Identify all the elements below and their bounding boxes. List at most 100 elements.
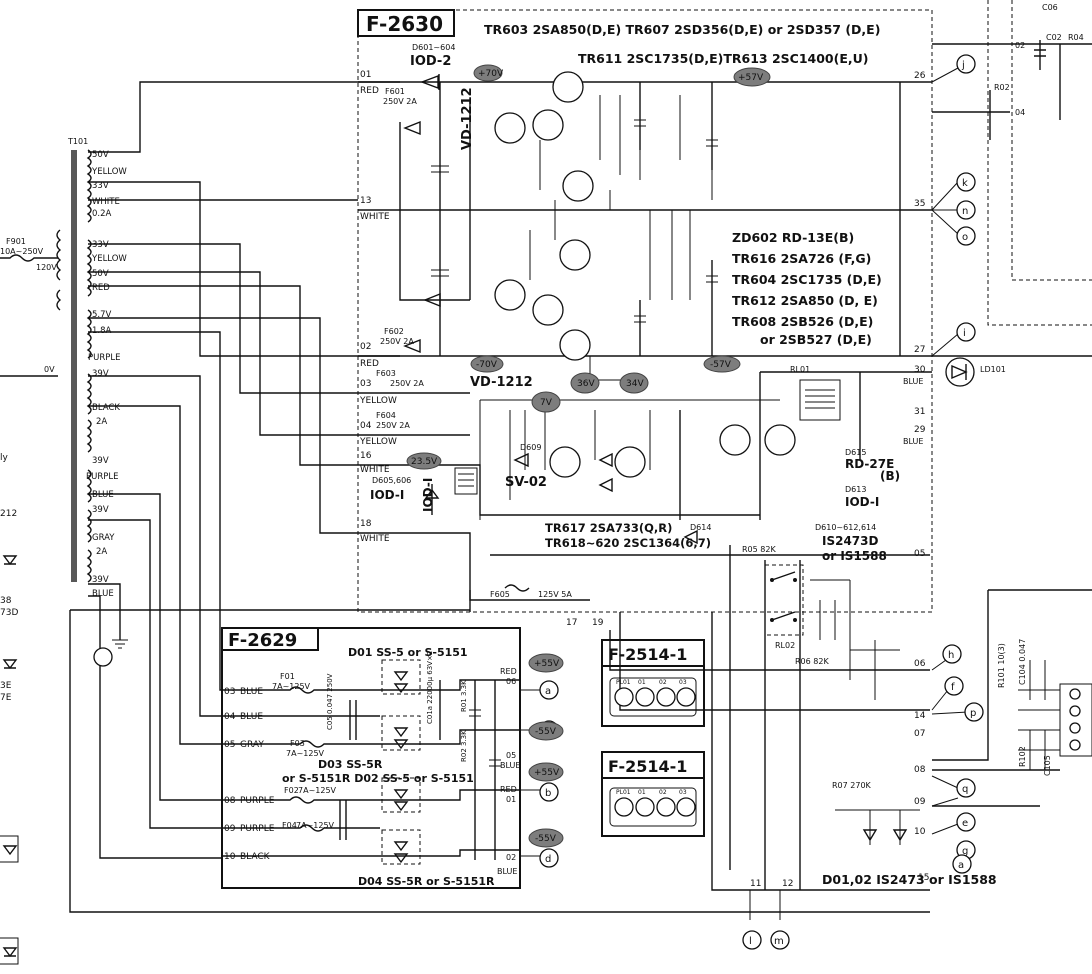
board-f2630: F-2630 xyxy=(357,9,933,613)
label-rd27e: RD-27E xyxy=(845,457,894,471)
psu-diode-d01: D01 SS-5 or S-5151 xyxy=(348,646,468,659)
tap-13: BLACK xyxy=(92,403,120,413)
label-vd1212-top: VD-1212 xyxy=(460,87,475,150)
out-blue-29: BLUE xyxy=(903,437,923,446)
far-c105: C105 xyxy=(1043,755,1052,776)
parts-list-item-1: TR616 2SA726 (F,G) xyxy=(732,251,871,266)
badge-v36: 36V xyxy=(577,379,595,389)
out-07: 07 xyxy=(914,729,925,739)
fuse-f604: F604 xyxy=(376,411,396,420)
input-color-03: YELLOW xyxy=(359,396,397,406)
parts-lower-1: TR618~620 2SC1364(6,7) xyxy=(545,536,711,550)
psu-in-04: 04 xyxy=(224,712,236,722)
tap-18: 39V xyxy=(92,505,109,515)
board-f2514-bottom: F-2514-1 PL01 01 02 03 xyxy=(601,751,705,837)
conn-h: h xyxy=(948,650,954,661)
label-iod1-vert: IOD-I xyxy=(421,478,435,512)
parts-list-item-0: ZD602 RD-13E(B) xyxy=(732,230,854,245)
tap-2: 33V xyxy=(92,181,109,191)
tap-4: 0.2A xyxy=(92,209,112,219)
conn-e: e xyxy=(962,818,968,829)
parts-list-item-4: TR608 2SB526 (D,E) xyxy=(732,314,873,329)
psu-out-01-pin: 01 xyxy=(506,795,516,804)
parts-list-right: ZD602 RD-13E(B) TR616 2SA726 (F,G) TR604… xyxy=(732,230,882,347)
badge-v55d: -55V xyxy=(535,834,557,844)
label-d605-606: D605,606 xyxy=(372,476,411,485)
left-73d: 73D xyxy=(0,608,18,618)
out-35: 35 xyxy=(914,199,925,209)
out-26: 26 xyxy=(914,71,926,81)
out-19: 19 xyxy=(592,618,604,628)
input-pin-03: 03 xyxy=(360,379,371,389)
psu-in-10: 10 xyxy=(224,852,236,862)
label-f605: F605 xyxy=(490,590,510,599)
conn-m: m xyxy=(774,936,784,947)
psu-in-08: 08 xyxy=(224,796,236,806)
far-04: 04 xyxy=(1015,108,1025,117)
sub1-02: 02 xyxy=(659,679,667,686)
far-c06: C06 xyxy=(1042,3,1058,12)
psu-conn-a: a xyxy=(545,686,551,697)
psu-out-06-color: RED xyxy=(500,667,517,676)
transistor-list-line2: TR611 2SC1735(D,E)TR613 2SC1400(E,U) xyxy=(578,51,868,66)
psu-fuse-f01-rating: 7A~125V xyxy=(272,682,311,691)
out-31: 31 xyxy=(914,407,925,417)
left-ly: ly xyxy=(0,453,9,463)
input-color-16: WHITE xyxy=(360,465,390,475)
t101-ref: T101 xyxy=(67,137,88,146)
transformer-t101: T101 50V YELLOW 33V WHITE 0.2A 33V YELLO… xyxy=(0,81,930,913)
transistor-list-line1: TR603 2SA850(D,E) TR607 2SD356(D,E) or 2… xyxy=(484,22,880,37)
psu-fuse-f04: F04 xyxy=(282,821,297,830)
label-rd27e-b: (B) xyxy=(880,469,900,483)
parts-list-item-2: TR604 2SC1735 (D,E) xyxy=(732,272,882,287)
label-f605-rating: 125V 5A xyxy=(538,590,572,599)
tap-14: 2A xyxy=(96,417,107,427)
psu-in-03: 03 xyxy=(224,687,235,697)
psu-diode-d02: or S-5151R D02 SS-5 or S-5151 xyxy=(282,772,474,785)
input-color-13: WHITE xyxy=(360,212,390,222)
psu-in-03-color: BLUE xyxy=(240,687,263,697)
out-09: 09 xyxy=(914,797,926,807)
parts-lower-0: TR617 2SA733(Q,R) xyxy=(545,521,672,535)
input-pin-02: 02 xyxy=(360,342,371,352)
input-pin-04: 04 xyxy=(360,421,372,431)
tap-19: GRAY xyxy=(92,533,115,543)
label-ro7: R07 270K xyxy=(832,781,872,790)
primary-fuse-rating: 10A~250V xyxy=(0,247,44,256)
conn-k: k xyxy=(962,178,968,189)
psu-out-02-color: BLUE xyxy=(497,867,517,876)
out-29: 29 xyxy=(914,425,926,435)
out-blue-30: BLUE xyxy=(903,377,923,386)
input-color-01: RED xyxy=(360,86,379,96)
label-iod1-left: IOD-I xyxy=(370,488,404,502)
conn-g: g xyxy=(962,846,968,857)
label-rl01: RL01 xyxy=(790,365,810,374)
conn-l: l xyxy=(749,936,752,947)
psu-in-04-color: BLUE xyxy=(240,712,263,722)
out-06: 06 xyxy=(914,659,926,669)
diode-list-0: D610~612,614 xyxy=(815,523,876,532)
left-3e: 3E xyxy=(0,681,12,691)
far-r102: R102 xyxy=(1018,746,1027,767)
badge-v57n: -57V xyxy=(710,360,732,370)
conn-i: i xyxy=(963,328,966,339)
far-r04: R04 xyxy=(1068,33,1084,42)
out-05: 05 xyxy=(914,549,925,559)
tap-15: 39V xyxy=(92,456,109,466)
label-d614: D614 xyxy=(690,523,711,532)
out-12: 12 xyxy=(782,879,793,889)
input-pin-16: 16 xyxy=(360,451,372,461)
input-color-02: RED xyxy=(360,359,379,369)
label-d613: D613 xyxy=(845,485,866,494)
psu-conn-d: d xyxy=(545,854,551,865)
main-components: D601~604 IOD-2 VD-1212 VD-1212 xyxy=(370,43,920,845)
fuse-f601: F601 xyxy=(385,87,405,96)
conn-n: n xyxy=(962,206,968,217)
out-08: 08 xyxy=(914,765,926,775)
label-ld101: LD101 xyxy=(980,365,1006,374)
out-10: 10 xyxy=(914,827,926,837)
psu-diode-d04: D04 SS-5R or S-5151R xyxy=(358,875,495,888)
out-30: 30 xyxy=(914,365,926,375)
psu-conn-b: b xyxy=(545,788,551,799)
psu-part-r01: R01 3.3K xyxy=(460,680,468,712)
